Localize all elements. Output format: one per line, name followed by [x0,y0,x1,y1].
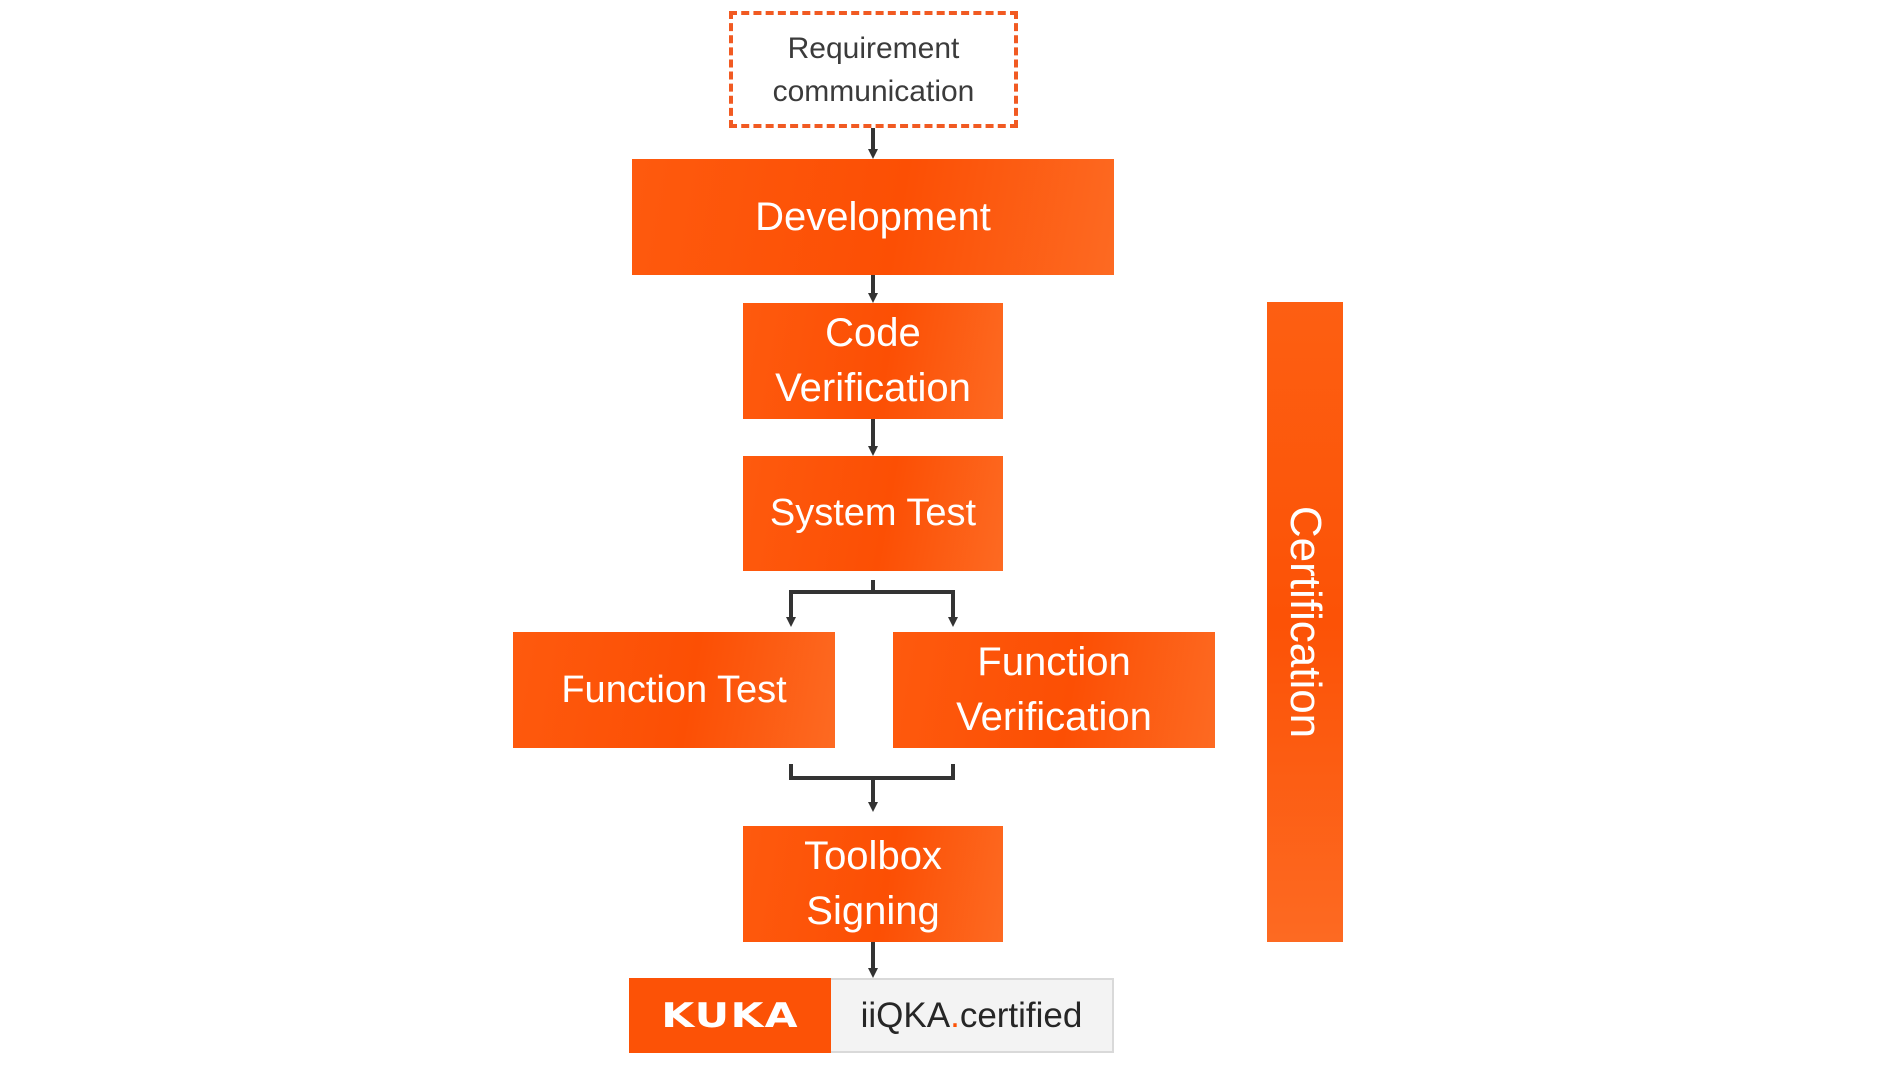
system-test-label: System Test [769,492,977,534]
function-test-box: Function Test [513,632,835,748]
requirement-communication-label: Requirement communication [772,31,975,108]
toolbox-signing-box: Toolbox Signing [743,826,1003,942]
iiqka-prefix: iiQKA [860,995,951,1035]
toolbox-signing-label: Toolbox Signing [804,834,942,933]
function-verification-label: Function Verification [956,640,1152,739]
iiqka-dot: . [950,995,960,1035]
development-box: Development [632,159,1114,275]
iiqka-certified-badge: iiQKA.certified [831,978,1114,1053]
function-test-label: Function Test [561,668,787,711]
function-verification-box: Function Verification [893,632,1215,748]
system-test-box: System Test [743,456,1003,571]
code-verification-box: Code Verification [743,303,1003,419]
development-label: Development [755,194,991,239]
kuka-logo: KUKA [629,978,831,1053]
certification-bar: Certification [1267,302,1343,942]
requirement-communication-box: Requirement communication [729,11,1018,128]
code-verification-label: Code Verification [775,311,971,410]
kuka-logo-text: KUKA [661,995,799,1036]
iiqka-suffix: certified [959,995,1083,1035]
split-connector [789,580,955,618]
